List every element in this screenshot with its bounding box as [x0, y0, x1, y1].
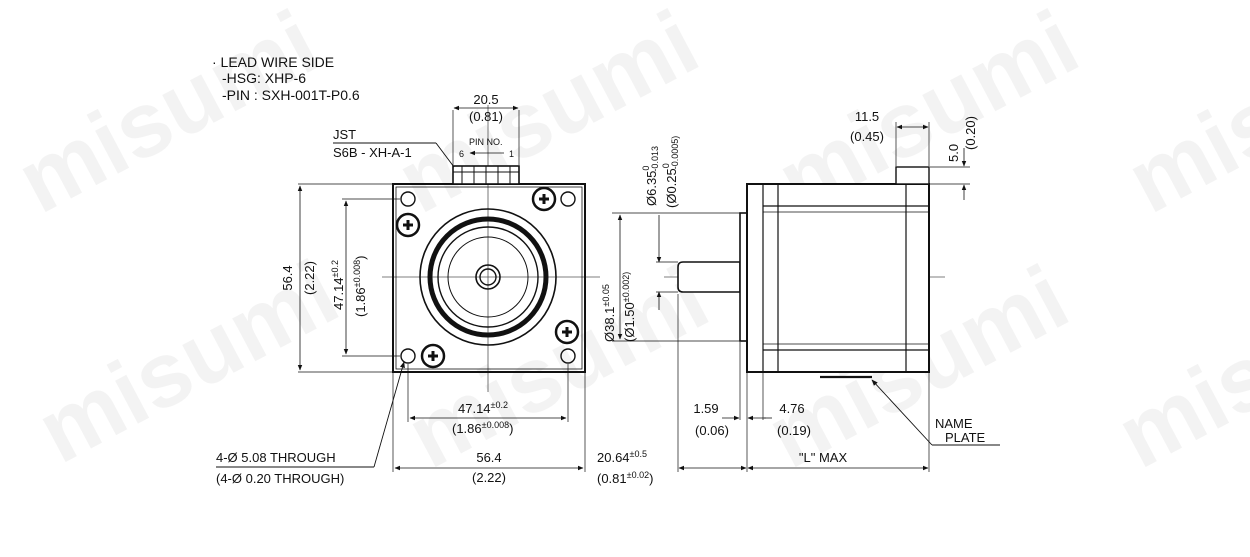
- shaft-dia-in-tol-bot: -0.0005): [670, 136, 680, 170]
- connector-h-in: (0.20): [963, 116, 978, 150]
- hole-pitch-h-in-tol: ±0.008: [482, 420, 509, 430]
- connector-len-mm: 11.5: [855, 109, 879, 124]
- pilot-dia-in-tol: ±0.002): [621, 272, 631, 302]
- pilot-ring: [419, 208, 557, 346]
- housing-spec: -HSG: XHP-6: [222, 70, 306, 86]
- lead-wire-note: · LEAD WIRE SIDE -HSG: XHP-6 -PIN : SXH-…: [212, 54, 360, 103]
- body-length: "L" MAX: [799, 450, 848, 465]
- hole-pitch-h-mm: 47.14: [458, 401, 491, 416]
- shaft-dia-mm: Ø6.35: [644, 171, 659, 206]
- connector-width-mm: 20.5: [473, 92, 498, 107]
- shaft-dia-tol-top: 0: [641, 166, 651, 171]
- pilot-dia-mm: Ø38.1: [602, 307, 617, 342]
- name-plate-label-2: PLATE: [945, 430, 986, 445]
- shaft-len-mm-tol: ±0.5: [630, 449, 647, 459]
- screw-icon: [420, 343, 446, 369]
- pilot-dia-in: (Ø1.50: [622, 302, 637, 342]
- pin-spec: -PIN : SXH-001T-P0.6: [222, 87, 360, 103]
- width-mm: 56.4: [476, 450, 501, 465]
- shaft-len-in: (0.81: [597, 471, 627, 486]
- pin-number-label: PIN NO.: [469, 137, 503, 147]
- hole-pitch-h-tol: ±0.2: [491, 400, 508, 410]
- watermark-text: misumi: [392, 246, 724, 487]
- connector-part: S6B - XH-A-1: [333, 145, 412, 160]
- holes-callout-mm: 4-Ø 5.08 THROUGH: [216, 450, 336, 465]
- mounting-hole: [400, 348, 416, 364]
- mounting-hole: [560, 191, 576, 207]
- name-plate-label-1: NAME: [935, 416, 973, 431]
- shaft-len-mm: 20.64: [597, 450, 630, 465]
- pin-6-label: 6: [459, 149, 464, 159]
- hole-pitch-v-in: (1.86: [353, 287, 368, 317]
- connector-width-in: (0.81): [469, 109, 503, 124]
- mounting-hole: [400, 191, 416, 207]
- shaft-circle: [475, 264, 501, 290]
- connector-housing: [452, 165, 520, 185]
- holes-callout-in: (4-Ø 0.20 THROUGH): [216, 471, 344, 486]
- pilot-len-mm: 1.59: [693, 401, 718, 416]
- svg-text:(Ø0.250-0.0005): (Ø0.250-0.0005): [661, 136, 680, 208]
- height-in: (2.22): [302, 261, 317, 295]
- screw-icon: [554, 319, 580, 345]
- flange-in: (0.19): [777, 423, 811, 438]
- watermark-text: misumi: [1102, 246, 1250, 487]
- pilot-boss: [739, 212, 748, 342]
- watermark-text: misumi: [2, 0, 334, 233]
- svg-text:20.64±0.5: 20.64±0.5: [597, 449, 647, 465]
- rear-connector: [895, 166, 930, 185]
- height-mm: 56.4: [280, 265, 295, 290]
- svg-text:(0.81±0.02): (0.81±0.02): [597, 470, 653, 486]
- connector-h-mm: 5.0: [946, 144, 961, 162]
- width-in: (2.22): [472, 470, 506, 485]
- pin-1-label: 1: [509, 149, 514, 159]
- svg-text:47.14±0.2: 47.14±0.2: [458, 400, 508, 416]
- hole-pitch-v-in-tol: ±0.008: [352, 260, 362, 287]
- motor-body: [746, 183, 930, 373]
- pilot-dia-mm-tol: ±0.05: [601, 284, 611, 306]
- svg-text:47.14±0.2: 47.14±0.2: [330, 260, 346, 310]
- motor-shaft: [677, 261, 741, 293]
- svg-text:(1.86±0.008): (1.86±0.008): [452, 420, 513, 436]
- svg-text:Ø6.350-0.013: Ø6.350-0.013: [641, 146, 660, 206]
- side-view: Ø6.350-0.013 (Ø0.250-0.0005) Ø38.1±0.05 …: [597, 109, 1000, 486]
- screw-icon: [395, 212, 421, 238]
- svg-text:(1.86±0.008): (1.86±0.008): [352, 256, 368, 317]
- shaft-dia-in-tol-top: 0: [661, 163, 671, 168]
- shaft-len-in-tol: ±0.02: [627, 470, 649, 480]
- shaft-dia-tol-bot: -0.013: [650, 146, 660, 172]
- flange-mm: 4.76: [779, 401, 804, 416]
- mounting-hole: [560, 348, 576, 364]
- lead-wire-title: · LEAD WIRE SIDE: [212, 54, 334, 70]
- pilot-len-in: (0.06): [695, 423, 729, 438]
- hole-pitch-v-tol: ±0.2: [330, 260, 340, 277]
- connector-maker: JST: [333, 127, 356, 142]
- shaft-dia-in: (Ø0.25: [664, 168, 679, 208]
- svg-text:(Ø1.50±0.002): (Ø1.50±0.002): [621, 272, 637, 342]
- screw-icon: [531, 186, 557, 212]
- hole-pitch-h-in: (1.86: [452, 421, 482, 436]
- watermark-layer: misumi misumi misumi misumi misumi misum…: [2, 0, 1250, 488]
- watermark-text: misumi: [1112, 0, 1250, 233]
- svg-text:Ø38.1±0.05: Ø38.1±0.05: [601, 284, 617, 342]
- hole-pitch-v-mm: 47.14: [331, 277, 346, 310]
- front-view: JST S6B - XH-A-1 PIN NO. 6 1 20.5 (0.81)…: [216, 92, 600, 486]
- connector-len-in: (0.45): [850, 129, 884, 144]
